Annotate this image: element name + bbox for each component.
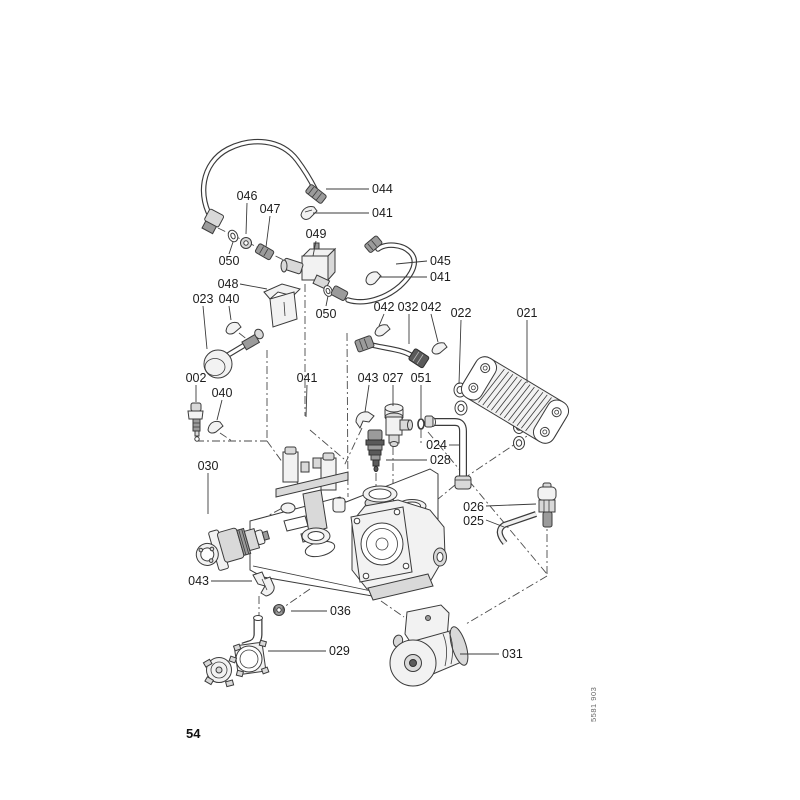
valve-027 [384, 403, 413, 447]
callout-022: 022 [451, 306, 472, 320]
fitting-026 [537, 482, 557, 528]
hydro-block [350, 485, 447, 601]
sensor-028 [365, 429, 385, 472]
callout-041-mid: 041 [430, 270, 451, 284]
elbow-029 [202, 615, 270, 688]
callout-041-lower: 041 [297, 371, 318, 385]
callout-050-top: 050 [219, 254, 240, 268]
clip-041-top [300, 206, 318, 220]
clip-040-lower [207, 420, 224, 434]
callout-032: 032 [398, 300, 419, 314]
leader-lines [195, 188, 537, 655]
sensor-002 [187, 402, 204, 442]
callout-042-right: 042 [421, 300, 442, 314]
callout-048: 048 [218, 277, 239, 291]
page-number: 54 [186, 726, 201, 741]
callout-051: 051 [411, 371, 432, 385]
bracket-025 [496, 511, 537, 545]
doc-code: 5581 903 [589, 687, 598, 722]
callout-040-upper: 040 [219, 292, 240, 306]
callout-047: 047 [260, 202, 281, 216]
valve-group-center [275, 446, 349, 545]
callout-031: 031 [502, 647, 523, 661]
callout-046: 046 [237, 189, 258, 203]
gauge-023 [203, 328, 264, 379]
actuator-030 [195, 527, 270, 571]
fitting-after-valve [330, 285, 349, 301]
callout-025: 025 [463, 514, 484, 528]
pipe-024 [424, 415, 472, 490]
callout-030: 030 [198, 459, 219, 473]
callout-044: 044 [372, 182, 393, 196]
callout-labels: 044 041 046 047 049 050 048 050 045 041 … [186, 182, 538, 661]
callout-002: 002 [186, 371, 207, 385]
fitting-047 [254, 243, 275, 261]
clip-040-upper [225, 321, 242, 335]
clip-041-mid [365, 271, 382, 286]
callout-043-lower: 043 [188, 574, 209, 588]
callout-050-mid: 050 [316, 307, 337, 321]
clip-043-upper [355, 411, 375, 430]
callout-041-top: 041 [372, 206, 393, 220]
callout-021: 021 [517, 306, 538, 320]
pump-031 [389, 604, 469, 687]
nut-036 [273, 604, 285, 616]
callout-029: 029 [329, 644, 350, 658]
hose-032 [354, 335, 430, 369]
valve-049 [280, 242, 337, 290]
hose-044 [200, 138, 327, 235]
nut-046 [240, 237, 252, 249]
callout-042-left: 042 [374, 300, 395, 314]
bracket-048 [263, 283, 301, 328]
washer-050-valve [323, 285, 333, 297]
callout-036: 036 [330, 604, 351, 618]
callout-040-lower: 040 [212, 386, 233, 400]
callout-028: 028 [430, 453, 451, 467]
clip-043-lower [252, 571, 275, 597]
washer-050-top [227, 229, 239, 243]
callout-045: 045 [430, 254, 451, 268]
callout-026: 026 [463, 500, 484, 514]
oring-051 [417, 418, 425, 430]
clip-042-right [431, 342, 448, 355]
callout-024: 024 [426, 438, 447, 452]
callout-027: 027 [383, 371, 404, 385]
heat-exchanger-021 [460, 356, 570, 444]
callout-049: 049 [306, 227, 327, 241]
callout-043-upper: 043 [358, 371, 379, 385]
clip-042-left [374, 324, 391, 337]
hose-045 [345, 235, 417, 305]
callout-023: 023 [193, 292, 214, 306]
